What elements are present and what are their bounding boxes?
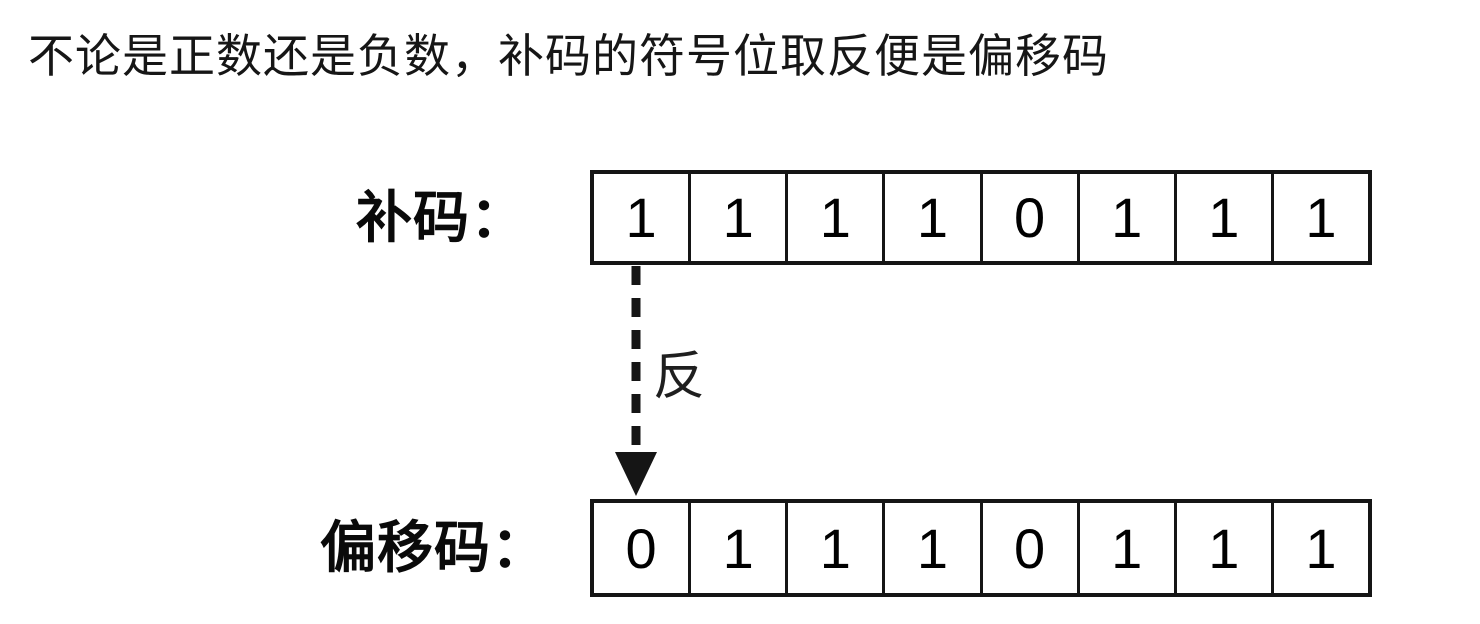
- complement-bit-cell: 1: [882, 174, 979, 261]
- invert-arrow: [606, 264, 672, 500]
- complement-bit-cell: 1: [1270, 174, 1368, 261]
- complement-bit-cell: 1: [1076, 174, 1174, 261]
- offset-bit-cell: 1: [688, 503, 785, 593]
- offset-row-label: 偏移码：: [320, 516, 548, 579]
- complement-bit-cell: 1: [688, 174, 785, 261]
- offset-bit-cell: 1: [785, 503, 882, 593]
- complement-bit-cell: 1: [785, 174, 882, 261]
- offset-sign-bit-cell: 0: [625, 516, 657, 580]
- complement-row-label: 补码：: [356, 186, 527, 249]
- offset-bit-row: 0 1 1 1 0 1 1 1: [590, 499, 1372, 597]
- diagram-title: 不论是正数还是负数，补码的符号位取反便是偏移码: [28, 30, 1109, 82]
- invert-arrow-label: 反: [653, 348, 706, 406]
- complement-bit-row: 1 1 1 1 0 1 1 1: [590, 170, 1372, 265]
- offset-bit-cell: 1: [1076, 503, 1174, 593]
- offset-bit-cell: 1: [1173, 503, 1271, 593]
- complement-sign-bit-cell: 1: [625, 186, 657, 249]
- offset-bit-cell: 1: [882, 503, 979, 593]
- complement-bit-cell: 1: [1173, 174, 1271, 261]
- invert-arrow-icon: [615, 266, 657, 496]
- offset-bit-cell: 0: [979, 503, 1077, 593]
- offset-bit-cell: 1: [1270, 503, 1368, 593]
- complement-bit-cell: 0: [979, 174, 1077, 261]
